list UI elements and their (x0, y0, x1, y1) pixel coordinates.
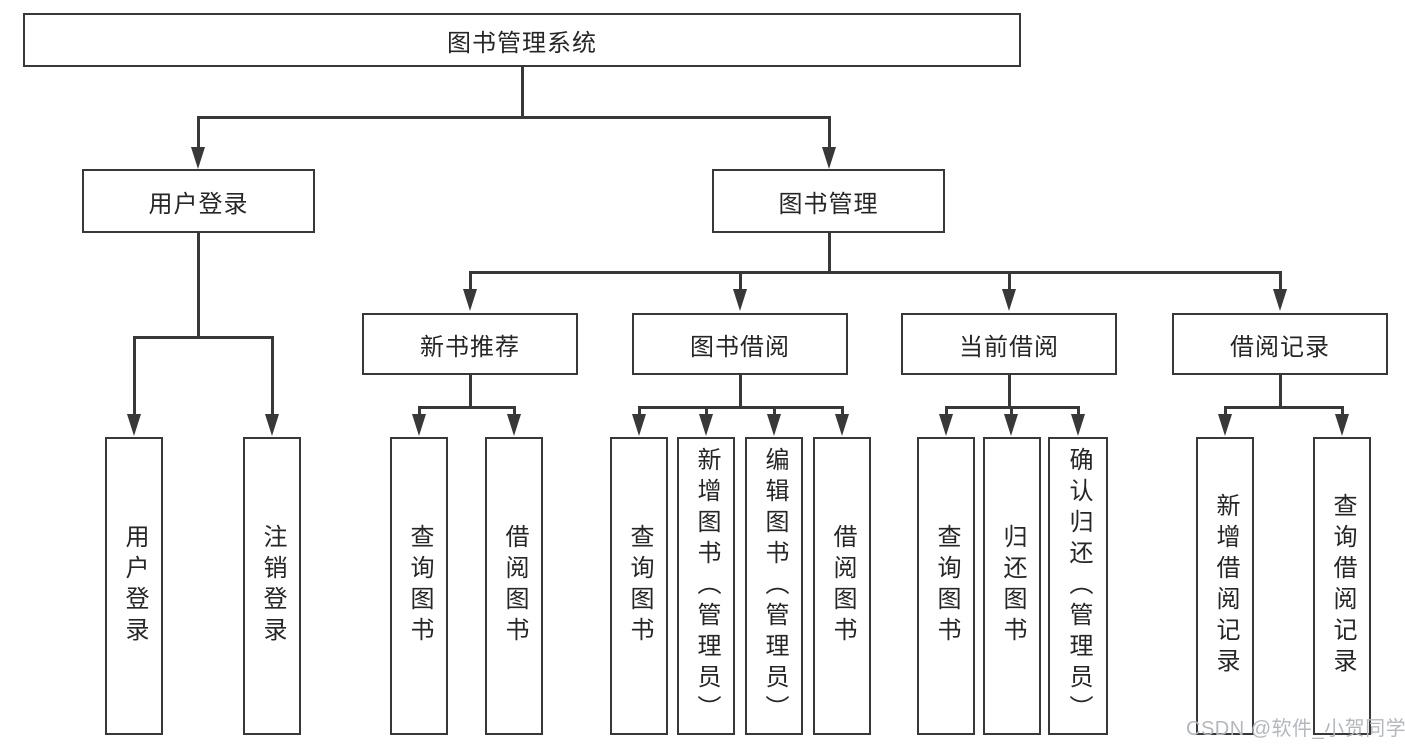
connector-line (1279, 374, 1282, 408)
leaf-label: 查询图书 (933, 524, 960, 648)
leaf-query-borrow-record: 查询借阅记录 (1313, 437, 1371, 735)
leaf-query-books-borrowing: 查询图书 (610, 437, 668, 735)
arrowhead-down-icon (1071, 414, 1085, 436)
arrowhead-down-icon (767, 414, 781, 436)
leaf-label: 新增借阅记录 (1212, 493, 1239, 679)
arrowhead-down-icon (507, 414, 521, 436)
arrowhead-down-icon (1004, 414, 1018, 436)
arrowhead-down-icon (1273, 289, 1287, 311)
connector-line (1224, 406, 1227, 416)
arrowhead-down-icon (1002, 289, 1016, 311)
arrowhead-down-icon (191, 147, 205, 169)
leaf-label: 编辑图书（管理员） (761, 446, 788, 726)
connector-line (739, 271, 742, 291)
node-root-library-system: 图书管理系统 (23, 13, 1021, 67)
connector-line (469, 271, 1281, 274)
node-label: 图书管理系统 (447, 29, 597, 57)
connector-line (133, 336, 273, 339)
leaf-label: 新增图书（管理员） (693, 446, 720, 726)
connector-line (1008, 374, 1011, 408)
connector-line (469, 271, 472, 291)
connector-line (841, 406, 844, 416)
leaf-label: 归还图书 (999, 524, 1026, 648)
connector-line (521, 66, 524, 118)
node-label: 当前借阅 (959, 333, 1059, 361)
leaf-label: 借阅图书 (829, 524, 856, 648)
arrowhead-down-icon (127, 414, 141, 436)
connector-line (638, 406, 843, 409)
connector-line (1279, 271, 1282, 291)
leaf-user-login: 用户登录 (105, 437, 163, 735)
node-current-borrowing: 当前借阅 (901, 313, 1117, 375)
leaf-label: 查询图书 (406, 524, 433, 648)
arrowhead-down-icon (822, 147, 836, 169)
node-label: 借阅记录 (1230, 333, 1330, 361)
leaf-label: 注销登录 (259, 524, 286, 648)
arrowhead-down-icon (1335, 414, 1349, 436)
node-label: 图书管理 (778, 190, 879, 218)
leaf-borrow-books-recommend: 借阅图书 (485, 437, 543, 735)
connector-line (828, 232, 831, 273)
arrowhead-down-icon (1218, 414, 1232, 436)
leaf-label: 查询图书 (626, 524, 653, 648)
node-new-book-recommend: 新书推荐 (362, 313, 578, 375)
arrowhead-down-icon (265, 414, 279, 436)
connector-line (513, 406, 516, 416)
connector-line (828, 116, 831, 149)
connector-line (1010, 406, 1013, 416)
connector-line (418, 406, 421, 416)
connector-line (133, 336, 136, 415)
connector-line (1008, 271, 1011, 291)
connector-line (418, 406, 516, 409)
csdn-watermark: CSDN @软件_小贺同学 (1186, 718, 1405, 740)
leaf-confirm-return-admin: 确认归还（管理员） (1048, 437, 1108, 735)
arrowhead-down-icon (835, 414, 849, 436)
leaf-return-book: 归还图书 (983, 437, 1041, 735)
node-user-login: 用户登录 (82, 169, 315, 233)
leaf-logout: 注销登录 (243, 437, 301, 735)
connector-line (197, 116, 830, 119)
leaf-query-books-recommend: 查询图书 (390, 437, 448, 735)
connector-line (705, 406, 708, 416)
node-book-management: 图书管理 (712, 169, 945, 233)
connector-line (1224, 406, 1343, 409)
node-label: 新书推荐 (420, 333, 520, 361)
connector-line (945, 406, 948, 416)
connector-line (197, 116, 200, 149)
arrowhead-down-icon (699, 414, 713, 436)
connector-line (773, 406, 776, 416)
leaf-label: 确认归还（管理员） (1065, 446, 1092, 726)
arrowhead-down-icon (939, 414, 953, 436)
node-label: 图书借阅 (690, 333, 790, 361)
node-book-borrowing: 图书借阅 (632, 313, 848, 375)
arrowhead-down-icon (733, 289, 747, 311)
leaf-borrow-books-borrowing: 借阅图书 (813, 437, 871, 735)
arrowhead-down-icon (632, 414, 646, 436)
connector-line (271, 336, 274, 415)
leaf-add-book-admin: 新增图书（管理员） (677, 437, 735, 735)
connector-line (1077, 406, 1080, 416)
leaf-label: 查询借阅记录 (1329, 493, 1356, 679)
connector-line (638, 406, 641, 416)
connector-line (739, 374, 742, 408)
connector-line (197, 232, 200, 338)
node-borrowing-records: 借阅记录 (1172, 313, 1388, 375)
leaf-label: 借阅图书 (501, 524, 528, 648)
leaf-query-books-current: 查询图书 (917, 437, 975, 735)
arrowhead-down-icon (412, 414, 426, 436)
arrowhead-down-icon (463, 289, 477, 311)
node-label: 用户登录 (148, 190, 249, 218)
leaf-label: 用户登录 (121, 524, 148, 648)
connector-line (1341, 406, 1344, 416)
leaf-add-borrow-record: 新增借阅记录 (1196, 437, 1254, 735)
leaf-edit-book-admin: 编辑图书（管理员） (745, 437, 803, 735)
connector-line (469, 374, 472, 408)
